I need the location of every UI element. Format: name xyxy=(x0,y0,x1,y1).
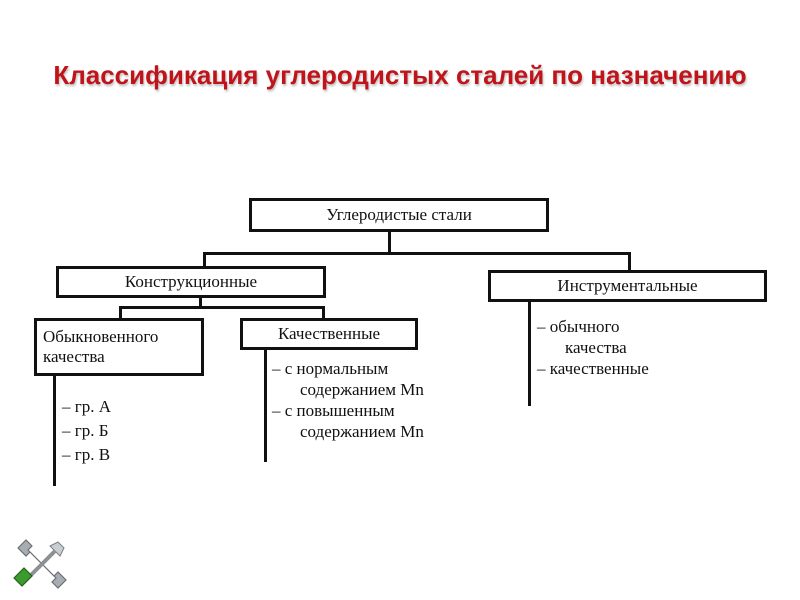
quality-list: – с нормальным содержанием Mn – с повыше… xyxy=(272,358,424,442)
ordinary-label-line1: Обыкновенного xyxy=(43,327,159,346)
list-item: качества xyxy=(565,338,627,357)
slide-title: Классификация углеродистых сталей по наз… xyxy=(53,60,747,90)
list-item: – с повышенным xyxy=(272,401,395,420)
connector-to-ordinary xyxy=(119,306,122,320)
connector-to-quality xyxy=(322,306,325,320)
list-item: – гр. В xyxy=(62,445,111,464)
list-item: содержанием Mn xyxy=(300,380,424,399)
screwdriver-icon xyxy=(13,541,65,587)
structural-box: Конструкционные xyxy=(56,266,326,298)
structural-label: Конструкционные xyxy=(124,272,258,291)
quality-label: Качественные xyxy=(277,324,381,343)
root-label: Углеродистые стали xyxy=(326,205,472,224)
ordinary-label-line2: качества xyxy=(43,347,105,366)
connector-to-tool xyxy=(628,252,631,272)
connector-to-structural xyxy=(203,252,206,268)
connector-structural-down xyxy=(199,298,202,308)
wrench-icon xyxy=(17,539,67,589)
connector-level2-horizontal xyxy=(119,306,325,309)
tool-box: Инструментальные xyxy=(488,270,767,302)
list-item: содержанием Mn xyxy=(300,422,424,441)
ordinary-list-rail xyxy=(53,376,56,486)
root-box: Углеродистые стали xyxy=(249,198,549,232)
tool-label: Инструментальные xyxy=(557,276,698,295)
list-item: – гр. А xyxy=(62,397,111,416)
connector-level1-horizontal xyxy=(203,252,631,255)
connector-root-down xyxy=(388,232,391,254)
list-item: – качественные xyxy=(537,359,649,378)
quality-box: Качественные xyxy=(240,318,418,350)
quality-list-rail xyxy=(264,350,267,462)
tools-icon xyxy=(13,539,67,589)
ordinary-groups-list: – гр. А – гр. Б – гр. В xyxy=(62,396,111,465)
list-item: – обычного xyxy=(537,317,620,336)
list-item: – с нормальным xyxy=(272,359,389,378)
ordinary-quality-box: Обыкновенного качества xyxy=(34,318,204,376)
list-item: – гр. Б xyxy=(62,421,109,440)
tool-list-rail xyxy=(528,302,531,406)
tool-list: – обычного качества – качественные xyxy=(537,316,649,379)
